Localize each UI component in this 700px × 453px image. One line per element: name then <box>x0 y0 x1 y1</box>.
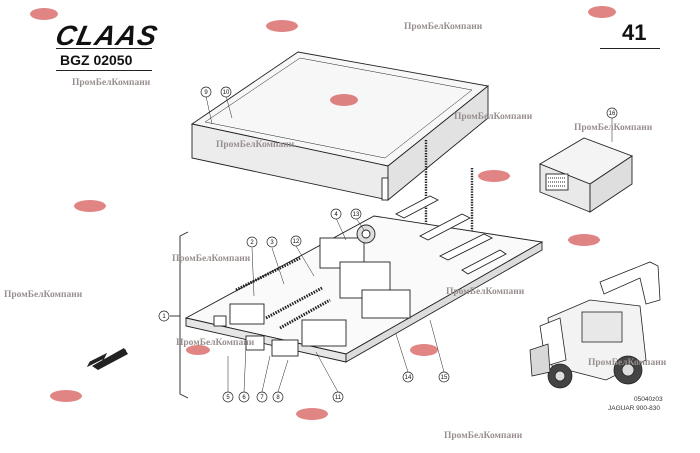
watermark: ПромБелКомпани <box>588 358 667 368</box>
callout-2: 2 <box>250 240 254 246</box>
header-rule-left <box>56 48 152 49</box>
catalog-code: BGZ 02050 <box>60 52 133 68</box>
drawing-number: 05040z03 <box>634 396 663 403</box>
callout-16: 16 <box>609 111 616 117</box>
harvester-illustration <box>529 261 661 389</box>
callout-11: 11 <box>335 395 342 401</box>
arrow-shaft <box>92 348 128 370</box>
leader-lines <box>205 95 613 393</box>
header-rule-left-bottom <box>56 70 152 71</box>
callout-7: 7 <box>260 395 264 401</box>
watermark: ПромБелКомпани <box>446 287 525 297</box>
page-number: 41 <box>622 20 647 45</box>
callout-markers <box>158 86 618 403</box>
watermark: ПромБелКомпани <box>574 123 653 133</box>
watermark: ПромБелКомпани <box>444 431 523 441</box>
callout-10: 10 <box>223 90 230 96</box>
callout-1: 1 <box>162 314 166 320</box>
callout-labels: 1 2 3 4 5 6 7 8 9 10 11 12 13 14 15 16 <box>162 90 616 401</box>
watermark: ПромБелКомпани <box>172 254 251 264</box>
watermark: ПромБелКомпани <box>216 140 295 150</box>
callout-15: 15 <box>441 375 448 381</box>
watermark: ПромБелКомпани <box>72 78 151 88</box>
header-rule-right <box>600 48 660 49</box>
callout-4: 4 <box>334 212 338 218</box>
assembly-bracket <box>179 231 189 399</box>
cover-lid <box>190 51 490 201</box>
callout-6: 6 <box>242 395 246 401</box>
callout-9: 9 <box>204 90 208 96</box>
control-module <box>538 137 633 213</box>
callout-3: 3 <box>270 240 274 246</box>
callout-8: 8 <box>276 395 280 401</box>
watermark: ПромБелКомпани <box>454 112 533 122</box>
watermark: ПромБелКомпани <box>404 22 483 32</box>
fuse-board <box>184 195 544 363</box>
callout-13: 13 <box>353 212 360 218</box>
watermark: ПромБелКомпани <box>4 290 83 300</box>
model-label: JAGUAR 900-830 <box>608 405 661 412</box>
callout-5: 5 <box>226 395 230 401</box>
callout-14: 14 <box>405 375 412 381</box>
threaded-rods <box>381 140 474 252</box>
watermark: ПромБелКомпани <box>176 338 255 348</box>
callout-12: 12 <box>293 239 300 245</box>
